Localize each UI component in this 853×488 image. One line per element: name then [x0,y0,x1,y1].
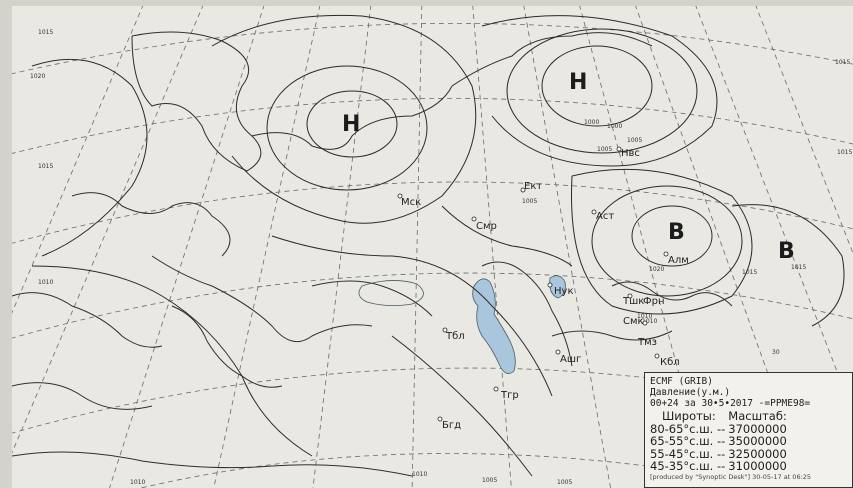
low-pressure-center: Н [342,112,360,137]
pressure-centers: Н Н В В [342,70,795,264]
city-dot-msk [397,193,403,199]
city-label-ashg: Ашг [560,354,581,365]
city-label-ast: Аст [596,211,614,222]
city-dot-bgd [437,416,443,422]
low-pressure-center: Н [569,70,587,95]
city-dot-alm [663,251,669,257]
isobar-label: 1015 [38,29,53,36]
isobar-label: 1010 [412,471,427,478]
legend-col-scale: Масштаб: [728,409,787,423]
city-labels: Мск Смр Ект Нвс Аст Алм Тбл Нук Ашг Тшк … [401,148,689,431]
city-dot-nuk [547,282,553,288]
city-dot-kbl [654,353,660,359]
city-label-nvs: Нвс [621,148,640,159]
city-dot-ast [591,209,597,215]
city-label-frn: Фрн [643,296,665,307]
city-dot-ashg [555,349,561,355]
legend-scale: 35000000 [728,434,787,448]
city-dot-ekt [520,187,526,193]
synoptic-map-sheet: 1015 1020 1015 1010 1000 1005 1000 1005 … [12,6,853,488]
isobar-label: 1020 [30,73,45,80]
city-dot-nvs [616,146,622,152]
isobars [31,14,845,477]
isobar-label: 1005 [627,137,642,144]
legend-source: ECMF (GRIB) [650,376,713,387]
isobar-label: 1020 [649,266,664,273]
isobar-label: 1015 [742,269,757,276]
legend-scale: 32500000 [728,446,787,461]
isobar-label: 1015 [38,163,53,170]
isobar-label: 1015 [837,149,852,156]
coastlines [12,31,733,477]
legend-scale: 31000000 [728,459,787,473]
city-dot-tshk [627,293,633,299]
legend-col-lat: Широты: [662,409,716,423]
black-sea [358,280,424,306]
city-dot-tbl [442,327,448,333]
legend-row: 45-35°с.ш. -- 31000000 [650,460,790,473]
aral-sea [549,275,566,299]
isobar-label: 1010 [637,313,652,320]
legend-row: 55-45°с.ш. -- 32500000 [650,446,790,461]
legend-lat: 45-35°с.ш. -- [650,459,726,473]
isobar-label: 1010 [642,318,657,325]
isobar-label: 1015 [791,264,806,271]
legend-lat: 65-55°с.ш. -- [650,434,726,448]
city-markers [397,146,669,422]
legend-row: 80-65°с.ш. -- 37000000 [650,421,790,436]
legend-scale: 37000000 [728,421,787,436]
city-dot-smk [642,320,648,326]
legend-header-row: Широты: Масштаб: [650,410,790,423]
legend-title: Давление(у.м.) [650,387,731,398]
isobar-label: 1005 [557,479,572,486]
legend-row: 65-55°с.ш. -- 35000000 [650,435,790,448]
legend-lat: 80-65°с.ш. -- [650,421,726,436]
isobar-label: 30 [772,349,780,356]
city-label-bgd: Бгд [442,420,461,431]
water-bodies [358,275,566,374]
isobar-label: 1010 [130,479,145,486]
legend-scale-table: Широты: Масштаб: 80-65°с.ш. -- 37000000 … [650,410,790,473]
city-label-trg: Тгр [500,390,519,401]
isobar-label: 1010 [38,279,53,286]
isobar-label: 1015 [835,59,850,66]
legend-credit: [produced by "Synoptic Desk"] 30-05-17 a… [650,472,812,481]
city-dot-smr [471,216,477,222]
legend-forecast: 00+24 за 30•5•2017 -=PPME98= [650,398,811,409]
city-label-tbl: Тбл [445,331,465,342]
city-label-ekt: Ект [524,181,542,192]
city-label-nuk: Нук [554,286,573,297]
city-label-smr: Смр [476,221,497,232]
isobar-label: 1005 [522,198,537,205]
isobar-labels: 1015 1020 1015 1010 1000 1005 1000 1005 … [30,29,852,486]
city-label-kbl: Кбл [660,357,680,368]
isobar-label: 1000 [584,119,599,126]
isobar-label: 1005 [597,146,612,153]
city-label-tmz: Тмз [637,337,657,348]
city-label-msk: Мск [401,197,421,208]
isobar-label: 1000 [607,123,622,130]
high-pressure-center: В [778,239,795,264]
city-label-tshk: Тшк [622,296,644,307]
city-label-smk: Смк [623,316,644,327]
map-legend: ECMF (GRIB) Давление(у.м.) 00+24 за 30•5… [644,372,853,488]
legend-lat: 55-45°с.ш. -- [650,446,726,461]
isobar-label: 1005 [482,477,497,484]
city-label-alm: Алм [668,255,689,266]
high-pressure-center: В [668,220,685,245]
city-dot-trg [493,386,499,392]
synoptic-map: 1015 1020 1015 1010 1000 1005 1000 1005 … [12,6,853,488]
caspian-sea [472,278,516,374]
